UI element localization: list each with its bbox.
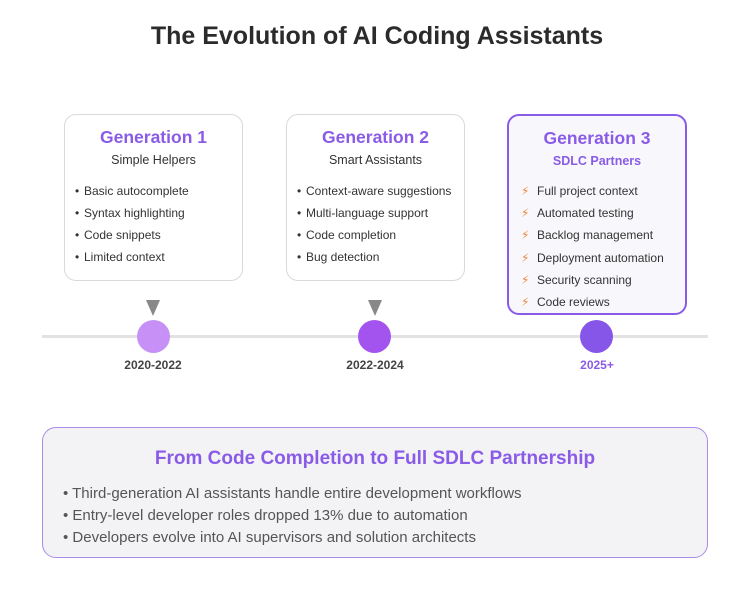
year-label-1: 2020-2022 [124, 358, 182, 372]
generation-1-features: •Basic autocomplete •Syntax highlighting… [75, 180, 189, 268]
generation-3-title: Generation 3 [543, 128, 651, 148]
connector-arrow-2 [368, 300, 382, 316]
feature-item: ⚡Automated testing [521, 202, 664, 224]
lightning-icon: ⚡ [521, 250, 530, 265]
lightning-icon: ⚡ [521, 294, 530, 309]
summary-title: From Code Completion to Full SDLC Partne… [154, 448, 596, 469]
feature-item: •Basic autocomplete [75, 180, 189, 202]
timeline-node-2 [358, 320, 391, 353]
generation-1-title: Generation 1 [100, 127, 207, 147]
bullet-dot: • [75, 206, 80, 220]
feature-item: •Code completion [297, 224, 451, 246]
feature-item: ⚡Deployment automation [521, 247, 664, 269]
bullet-dot: • [75, 250, 80, 264]
feature-item: ⚡Full project context [521, 180, 664, 202]
feature-item: ⚡Backlog management [521, 224, 664, 246]
summary-item: • Third-generation AI assistants handle … [63, 485, 522, 502]
bullet-dot: • [297, 228, 302, 242]
summary-item: • Entry-level developer roles dropped 13… [63, 507, 468, 524]
lightning-icon: ⚡ [521, 228, 530, 243]
generation-3-features: ⚡Full project context ⚡Automated testing… [521, 180, 664, 313]
timeline-node-3 [580, 320, 613, 353]
generation-2-features: •Context-aware suggestions •Multi-langua… [297, 180, 451, 268]
generation-2-title: Generation 2 [322, 127, 429, 147]
feature-item: ⚡Security scanning [521, 269, 664, 291]
generation-1-card: Generation 1 Simple Helpers •Basic autoc… [64, 114, 243, 281]
generation-3-card: Generation 3 SDLC Partners ⚡Full project… [507, 114, 687, 315]
bullet-dot: • [297, 206, 302, 220]
feature-item: •Code snippets [75, 224, 189, 246]
feature-item: •Context-aware suggestions [297, 180, 451, 202]
generation-2-card: Generation 2 Smart Assistants •Context-a… [286, 114, 465, 281]
bullet-dot: • [75, 228, 80, 242]
connector-arrow-1 [146, 300, 160, 316]
feature-item: ⚡Code reviews [521, 291, 664, 313]
feature-item: •Multi-language support [297, 202, 451, 224]
generation-3-subtitle: SDLC Partners [552, 154, 642, 168]
summary-list: • Third-generation AI assistants handle … [63, 483, 522, 549]
generation-1-subtitle: Simple Helpers [111, 153, 196, 167]
feature-item: •Bug detection [297, 246, 451, 268]
page-title: The Evolution of AI Coding Assistants [150, 22, 604, 50]
bullet-dot: • [75, 184, 80, 198]
timeline-node-1 [137, 320, 170, 353]
feature-item: •Limited context [75, 246, 189, 268]
lightning-icon: ⚡ [521, 272, 530, 287]
generation-2-subtitle: Smart Assistants [328, 153, 423, 167]
summary-item: • Developers evolve into AI supervisors … [63, 529, 476, 546]
summary-panel: From Code Completion to Full SDLC Partne… [42, 427, 708, 558]
feature-item: •Syntax highlighting [75, 202, 189, 224]
bullet-dot: • [297, 250, 302, 264]
bullet-dot: • [297, 184, 302, 198]
lightning-icon: ⚡ [521, 184, 530, 198]
year-label-2: 2022-2024 [346, 358, 404, 372]
year-label-3: 2025+ [580, 358, 614, 372]
lightning-icon: ⚡ [521, 206, 530, 221]
